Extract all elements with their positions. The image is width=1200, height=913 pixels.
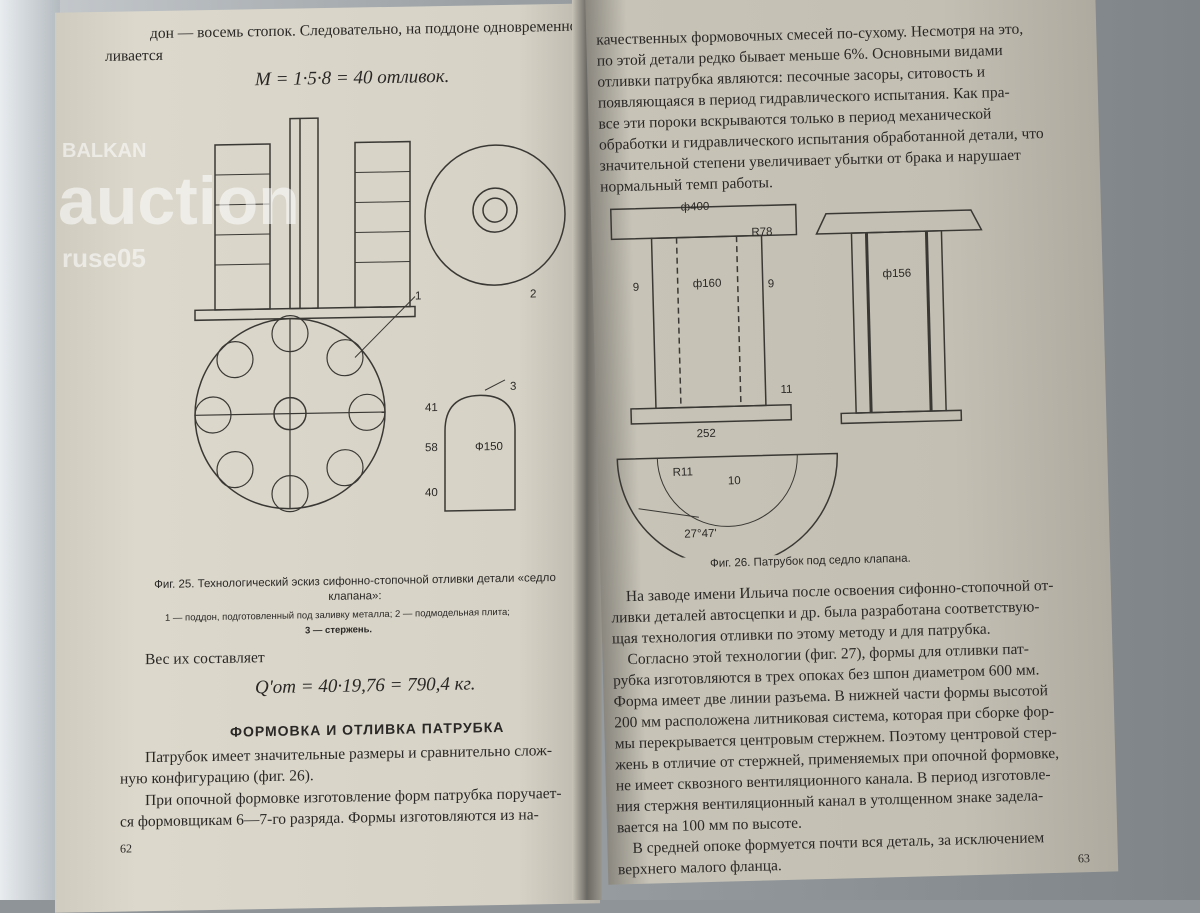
watermark-brand: auction [58,163,300,239]
dimension-label: 41 [425,402,438,415]
callout-label: 1 [415,290,422,303]
formula: Q'от = 40·19,76 = 790,4 кг. [255,673,476,699]
text-line: ную конфигурацию (фиг. 26). [120,767,314,788]
watermark-brand-top: BALKAN [62,140,147,162]
dimension-label: Ф150 [475,440,503,454]
text-line: верхнего малого фланца. [617,857,783,879]
table-edge [0,0,60,900]
dimension-label: 11 [780,383,793,397]
figure-26-drawing [609,203,983,560]
dimension-label: R78 [751,226,773,239]
text-line: нормальный темп работы. [599,174,774,196]
watermark-user: ruse05 [62,243,146,273]
text-line: Вес их составляет [145,649,265,669]
dimension-label: 40 [425,487,438,500]
section-heading: ФОРМОВКА И ОТЛИВКА ПАТРУБКА [230,718,505,740]
figure-25-drawing [194,117,566,513]
right-page: качественных формовочных смесей по-сухом… [585,0,1119,885]
text-line: ливается [105,46,163,65]
formula: M = 1·5·8 = 40 отливок. [255,65,450,91]
callout-label: 2 [530,288,537,301]
figure-legend: 3 — стержень. [305,624,373,637]
dimension-label: 10 [727,475,741,488]
dimension-label: 9 [767,278,775,291]
text-line: Патрубок имеет значительные размеры и ср… [145,742,553,767]
dimension-label: 27°47' [684,527,717,541]
text-line: дон — восемь стопок. Следовательно, на п… [150,17,578,43]
left-page: дон — восемь стопок. Следовательно, на п… [55,3,600,913]
dimension-label: 58 [425,442,438,455]
figure-caption: Фиг. 25. Технологический эскиз сифонно-с… [154,572,556,603]
dimension-label: 252 [696,427,717,441]
dimension-label: ф400 [680,200,710,214]
page-number: 62 [120,841,132,856]
dimension-label: R11 [672,466,694,479]
dimension-label: ф156 [882,267,912,281]
page-number: 63 [1077,851,1091,866]
dimension-label: ф160 [692,277,722,291]
callout-label: 3 [510,380,517,393]
dimension-label: 9 [632,281,640,294]
